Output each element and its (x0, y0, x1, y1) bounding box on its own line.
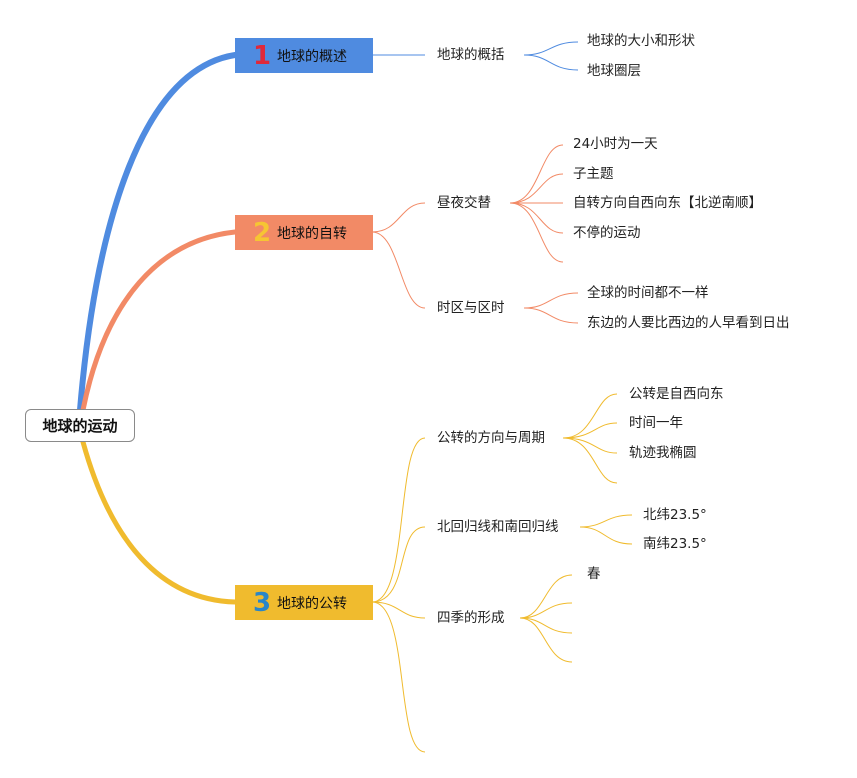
topic-node-1[interactable]: 1 地球的概述 (235, 38, 373, 73)
leaf-node[interactable]: 自转方向自西向东【北逆南顺】 (573, 195, 762, 211)
root-label: 地球的运动 (42, 417, 118, 435)
subtopic-node[interactable]: 时区与区时 (437, 300, 505, 316)
branch2-connectors (371, 144, 579, 324)
topic-node-3[interactable]: 3 地球的公转 (235, 585, 373, 620)
topic-node-2[interactable]: 2 地球的自转 (235, 215, 373, 250)
leaf-node[interactable]: 轨迹我椭圆 (629, 445, 697, 461)
topic-label: 地球的公转 (277, 595, 347, 612)
leaf-node[interactable]: 东边的人要比西边的人早看到日出 (587, 315, 790, 331)
leaf-node[interactable]: 春 (587, 566, 601, 582)
subtopic-node[interactable]: 四季的形成 (437, 610, 505, 626)
number-1-icon: 1 (253, 40, 272, 71)
leaf-node[interactable]: 地球圈层 (587, 63, 641, 79)
leaf-node[interactable]: 全球的时间都不一样 (587, 285, 709, 301)
branch1-connectors (372, 41, 579, 71)
connector-root-branch1 (77, 52, 238, 413)
root-node[interactable]: 地球的运动 (25, 409, 135, 442)
leaf-node[interactable]: 南纬23.5° (643, 536, 707, 552)
connector-root-branch2 (80, 229, 238, 413)
leaf-node[interactable]: 24小时为一天 (573, 136, 658, 152)
topic-label: 地球的自转 (277, 225, 347, 242)
leaf-node[interactable]: 北纬23.5° (643, 507, 707, 523)
leaf-node[interactable]: 子主题 (573, 166, 614, 182)
number-3-icon: 3 (253, 587, 272, 618)
leaf-node[interactable]: 公转是自西向东 (629, 386, 724, 402)
topic-label: 地球的概述 (277, 48, 347, 65)
leaf-node[interactable]: 不停的运动 (573, 225, 641, 241)
leaf-node[interactable]: 地球的大小和形状 (587, 33, 695, 49)
leaf-node[interactable]: 时间一年 (629, 415, 683, 431)
subtopic-node[interactable]: 公转的方向与周期 (437, 430, 545, 446)
subtopic-node[interactable]: 昼夜交替 (437, 195, 491, 211)
subtopic-node[interactable]: 北回归线和南回归线 (437, 519, 559, 535)
branch3-connectors (371, 393, 633, 753)
connector-root-branch3 (80, 439, 238, 605)
subtopic-node[interactable]: 地球的概括 (437, 47, 505, 63)
number-2-icon: 2 (253, 217, 272, 248)
